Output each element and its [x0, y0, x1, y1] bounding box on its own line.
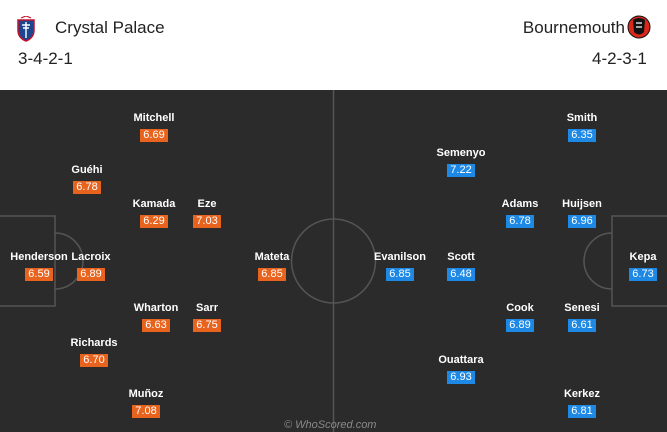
player-rating: 6.35	[568, 129, 596, 142]
player-huijsen[interactable]: Huijsen 6.96	[542, 198, 622, 229]
player-name: Kerkez	[563, 388, 601, 400]
player-rating: 7.08	[132, 405, 160, 418]
player-name: Smith	[566, 112, 598, 124]
player-name: Kamada	[132, 198, 176, 210]
player-name: Mitchell	[133, 112, 175, 124]
player-name: Eze	[197, 198, 217, 210]
player-name: Henderson	[10, 251, 68, 263]
player-sarr[interactable]: Sarr 6.75	[167, 302, 247, 333]
bournemouth-crest-icon	[627, 12, 651, 42]
whoscored-watermark: © WhoScored.com	[284, 419, 377, 431]
player-rating: 7.03	[193, 215, 221, 228]
player-eze[interactable]: Eze 7.03	[167, 198, 247, 229]
player-evanilson[interactable]: Evanilson 6.85	[360, 251, 440, 282]
player-rating: 6.96	[568, 215, 596, 228]
away-team-name[interactable]: Bournemouth	[522, 18, 625, 37]
player-smith[interactable]: Smith 6.35	[542, 112, 622, 143]
player-rating: 6.78	[73, 181, 101, 194]
player-kamada[interactable]: Kamada 6.29	[114, 198, 194, 229]
player-cook[interactable]: Cook 6.89	[480, 302, 560, 333]
player-wharton[interactable]: Wharton 6.63	[116, 302, 196, 333]
player-name: Sarr	[195, 302, 219, 314]
player-richards[interactable]: Richards 6.70	[54, 337, 134, 368]
player-rating: 6.61	[568, 319, 596, 332]
player-semenyo[interactable]: Semenyo 7.22	[421, 147, 501, 178]
home-team-name[interactable]: Crystal Palace	[55, 18, 165, 37]
player-rating: 6.85	[386, 268, 414, 281]
player-rating: 6.75	[193, 319, 221, 332]
player-rating: 6.70	[80, 354, 108, 367]
player-rating: 6.69	[140, 129, 168, 142]
player-name: Scott	[447, 251, 475, 263]
player-name: Semenyo	[436, 147, 486, 159]
player-scott[interactable]: Scott 6.48	[421, 251, 501, 282]
player-adams[interactable]: Adams 6.78	[480, 198, 560, 229]
player-rating: 6.78	[506, 215, 534, 228]
away-formation: 4-2-3-1	[592, 49, 647, 68]
match-header: Crystal Palace 3-4-2-1 Bournemouth 4-2-3…	[0, 0, 667, 90]
player-mitchell[interactable]: Mitchell 6.69	[114, 112, 194, 143]
player-name: Richards	[70, 337, 118, 349]
player-henderson[interactable]: Henderson 6.59	[0, 251, 79, 282]
player-rating: 6.73	[629, 268, 657, 281]
player-rating: 6.89	[77, 268, 105, 281]
player-rating: 7.22	[447, 164, 475, 177]
player-rating: 6.85	[258, 268, 286, 281]
player-rating: 6.29	[140, 215, 168, 228]
player-rating: 6.63	[142, 319, 170, 332]
player-mateta[interactable]: Mateta 6.85	[232, 251, 312, 282]
pitch: Henderson 6.59 Guéhi 6.78 Lacroix 6.89 R…	[0, 90, 667, 432]
player-name: Kepa	[629, 251, 657, 263]
player-name: Lacroix	[71, 251, 111, 263]
player-name: Wharton	[133, 302, 179, 314]
player-kerkez[interactable]: Kerkez 6.81	[542, 388, 622, 419]
player-rating: 6.93	[447, 371, 475, 384]
player-rating: 6.48	[447, 268, 475, 281]
crystal-palace-crest-icon	[16, 15, 36, 42]
player-rating: 6.89	[506, 319, 534, 332]
player-name: Mateta	[254, 251, 290, 263]
player-name: Ouattara	[438, 354, 484, 366]
player-name: Muñoz	[128, 388, 164, 400]
home-formation: 3-4-2-1	[18, 49, 73, 68]
player-ouattara[interactable]: Ouattara 6.93	[421, 354, 501, 385]
player-kepa[interactable]: Kepa 6.73	[603, 251, 667, 282]
pitch-markings	[0, 90, 667, 432]
player-guehi[interactable]: Guéhi 6.78	[47, 164, 127, 195]
player-lacroix[interactable]: Lacroix 6.89	[51, 251, 131, 282]
player-rating: 6.81	[568, 405, 596, 418]
player-senesi[interactable]: Senesi 6.61	[542, 302, 622, 333]
player-name: Huijsen	[562, 198, 602, 210]
player-rating: 6.59	[25, 268, 53, 281]
player-name: Cook	[506, 302, 534, 314]
player-name: Guéhi	[71, 164, 103, 176]
player-munoz[interactable]: Muñoz 7.08	[106, 388, 186, 419]
player-name: Senesi	[564, 302, 600, 314]
player-name: Evanilson	[374, 251, 426, 263]
player-name: Adams	[501, 198, 539, 210]
